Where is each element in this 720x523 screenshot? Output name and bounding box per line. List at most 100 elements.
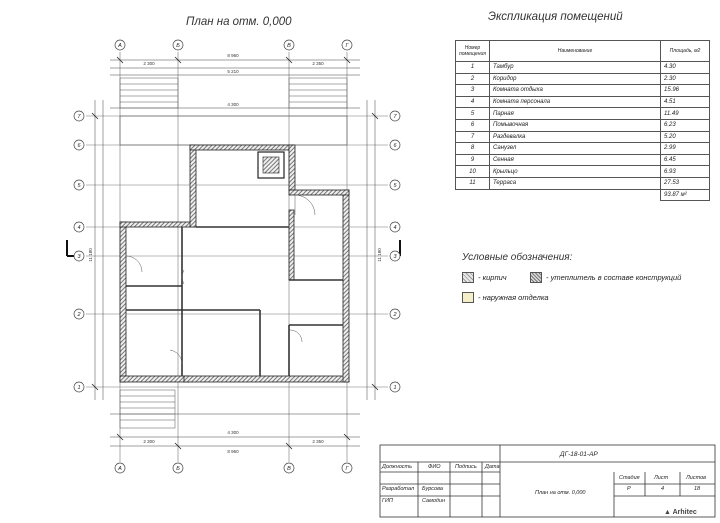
dim-bottom-3: 2 350	[312, 439, 324, 444]
axis-label-4-right: 4	[393, 225, 396, 231]
col-area-header: Площадь, м2	[660, 40, 710, 62]
section-marks	[66, 240, 401, 257]
arhitec-logo: ▲ Arhitec	[664, 509, 697, 516]
axis-label-1-right: 1	[393, 385, 396, 391]
dim-bottom-2: 4 300	[227, 430, 239, 435]
stairs-bottom	[119, 389, 176, 429]
axis-label-v-top: В	[287, 43, 291, 49]
legend-item-brick: - кирпич	[462, 272, 507, 283]
room-number: 6	[455, 118, 490, 132]
total-area: 93.87 м²	[660, 188, 710, 202]
room-area: 6.93	[660, 165, 710, 178]
room-name: Тамбур	[488, 61, 662, 74]
stove-icon	[257, 151, 285, 179]
room-area: 11.49	[660, 107, 710, 120]
room-number: 5	[455, 107, 490, 120]
room-number: 10	[455, 165, 490, 178]
room-name: Терраса	[488, 176, 662, 190]
explication-table: Номер помещения Наименование Площадь, м2…	[455, 40, 710, 202]
legend-insulation-label: - утеплитель в составе конструкций	[546, 273, 682, 282]
dim-top-4: 5 210	[227, 69, 239, 74]
explication-total-row: 93.87 м²	[456, 188, 710, 202]
room-name: Комната отдыха	[488, 84, 662, 97]
dim-top-3: 2 350	[312, 61, 324, 66]
sheet-value: 4	[661, 486, 665, 492]
axis-label-a-top: А	[117, 43, 122, 49]
axis-label-b-bottom: Б	[176, 466, 180, 472]
room-number: 8	[455, 142, 490, 155]
legend-item-insulation: - утеплитель в составе конструкций	[530, 272, 681, 283]
room-name: Помывочная	[488, 118, 662, 132]
stamp-role-developer: Разработал	[382, 486, 415, 492]
axis-label-7-right: 7	[393, 114, 397, 120]
dim-right-overall: 11 180	[377, 248, 382, 262]
dimension-lines	[91, 56, 379, 450]
room-name: Санузел	[488, 142, 662, 155]
legend-title: Условные обозначения:	[462, 252, 573, 263]
legend-finish-label: - наружная отделка	[478, 293, 549, 302]
axis-label-3-left: 3	[77, 254, 81, 260]
room-number: 4	[455, 95, 490, 109]
legend-brick-label: - кирпич	[478, 273, 507, 282]
terrace-outline	[119, 115, 348, 146]
stamp-col-position: Должность	[382, 464, 413, 470]
room-area: 2.99	[660, 142, 710, 155]
axis-label-7-left: 7	[77, 114, 81, 120]
stage-value: Р	[627, 486, 631, 492]
sheets-value: 18	[694, 486, 701, 492]
explication-title: Экспликация помещений	[488, 11, 623, 23]
dim-top-1: 2 300	[143, 61, 155, 66]
door-swings	[125, 194, 316, 365]
stage-label: Стадия	[619, 475, 640, 481]
room-number: 2	[455, 72, 490, 86]
room-area: 27.53	[660, 176, 710, 190]
room-area: 5.20	[660, 130, 710, 144]
axis-label-6-left: 6	[77, 143, 81, 149]
total-spacer	[456, 189, 661, 201]
finish-swatch-icon	[462, 292, 474, 303]
room-name: Парная	[488, 107, 662, 120]
room-number: 3	[455, 84, 490, 97]
room-name: Коридор	[488, 72, 662, 86]
col-name-header: Наименование	[488, 40, 662, 62]
room-area: 2.30	[660, 72, 710, 86]
room-number: 1	[455, 61, 490, 74]
axis-label-2-right: 2	[392, 312, 396, 318]
sheets-label: Листов	[686, 475, 707, 481]
room-area: 4.30	[660, 61, 710, 74]
exterior-walls	[119, 144, 350, 383]
stamp-role-chief: ГИП	[382, 498, 393, 504]
axis-label-6-right: 6	[393, 143, 397, 149]
axis-label-5-left: 5	[77, 183, 81, 189]
axis-label-v-bottom: В	[287, 466, 291, 472]
axis-label-3-right: 3	[393, 254, 397, 260]
sheet-name: План на отм. 0,000	[535, 490, 586, 496]
stamp-name-developer: Бурсова	[422, 486, 443, 492]
room-name: Крыльцо	[488, 165, 662, 178]
dim-bottom-1: 2 300	[143, 439, 155, 444]
insulation-swatch-icon	[530, 272, 542, 283]
axis-label-2-left: 2	[76, 312, 80, 318]
axis-labels: А Б В Г А Б В Г 7 6 5 4 3 2 1 7 6 5 4 3 …	[76, 43, 397, 472]
brick-swatch-icon	[462, 272, 474, 283]
stamp-col-name: ФИО	[428, 464, 441, 470]
room-number: 11	[455, 176, 490, 190]
axis-label-g-bottom: Г	[346, 466, 350, 472]
room-name: Сенная	[488, 153, 662, 167]
title-block-frame	[379, 444, 716, 518]
dim-left-overall: 11 180	[88, 248, 93, 262]
axis-bubbles	[73, 39, 401, 474]
axis-label-4-left: 4	[77, 225, 80, 231]
